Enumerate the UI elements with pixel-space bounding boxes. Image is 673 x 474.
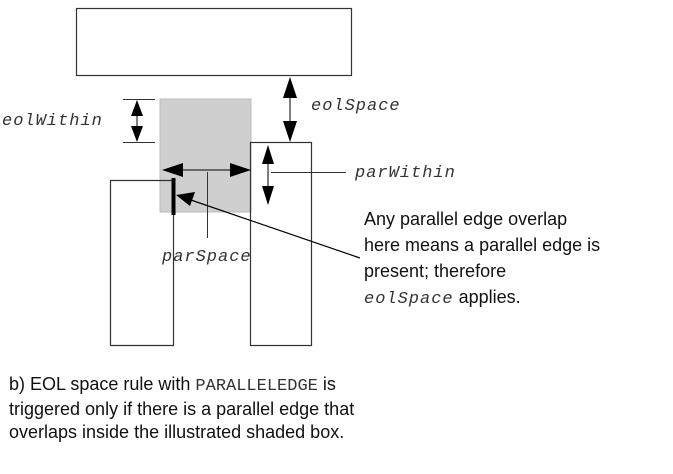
parallel-edge-note: Any parallel edge overlap here means a p… <box>364 206 664 313</box>
note-line-4: eolSpace applies. <box>364 284 664 313</box>
eol-within-label: eolWithin <box>2 112 103 131</box>
eol-within-arrow <box>131 100 143 142</box>
par-within-arrow <box>262 145 274 205</box>
par-within-label: parWithin <box>354 164 456 183</box>
note-line-3: present; therefore <box>364 261 507 281</box>
parallel-edge-pointer <box>176 192 361 259</box>
left-wire-rect <box>109 179 175 347</box>
caption-paralleledge-code: PARALLELEDGE <box>195 377 318 396</box>
top-wire-rect <box>75 7 353 77</box>
right-wire-rect <box>249 141 313 347</box>
note-line-4-suffix: applies. <box>453 287 521 307</box>
note-line-1: Any parallel edge overlap <box>364 209 568 229</box>
eol-space-arrow <box>283 77 297 142</box>
par-space-arrow <box>162 163 251 177</box>
note-line-2: here means a parallel edge is <box>364 235 601 255</box>
eol-space-label: eolSpace <box>311 97 401 116</box>
caption-line-3: overlaps inside the illustrated shaded b… <box>9 422 345 442</box>
par-space-label: parSpace <box>161 248 252 267</box>
note-eol-space-code: eolSpace <box>364 290 454 309</box>
caption-line-2: triggered only if there is a parallel ed… <box>9 399 355 419</box>
caption-prefix: b) EOL space rule with <box>9 374 196 394</box>
caption-line-1: b) EOL space rule with PARALLELEDGE is <box>9 373 439 398</box>
figure-caption: b) EOL space rule with PARALLELEDGE is t… <box>9 373 439 444</box>
caption-suffix: is <box>317 374 336 394</box>
